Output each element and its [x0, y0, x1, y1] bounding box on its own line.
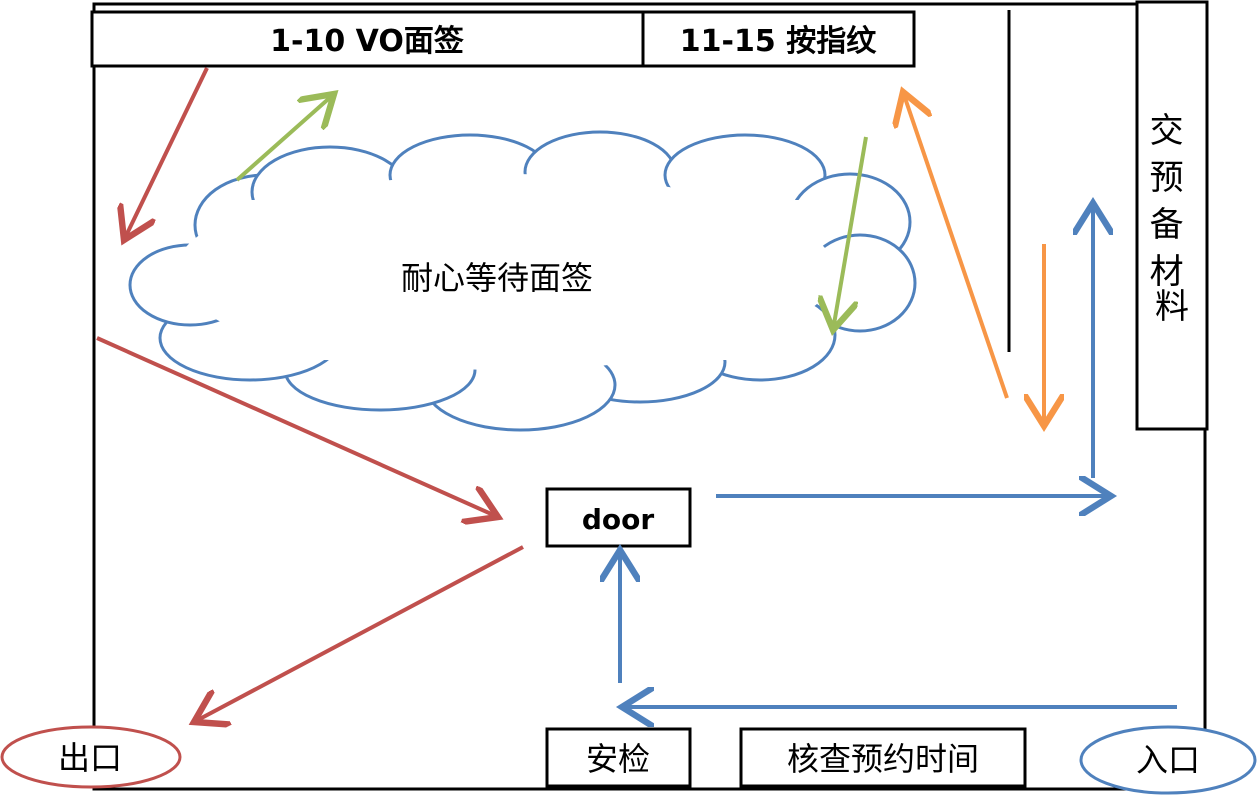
exit-ellipse: 出口 [0, 725, 182, 789]
check-appointment-label: 核查预约时间 [787, 740, 979, 778]
exit-path-arrow [124, 67, 209, 240]
counter-fingerprint-box: 11-15 按指纹 [641, 10, 916, 68]
submit-materials-char: 材 [1150, 252, 1184, 292]
submit-materials-char: 料 [1155, 287, 1189, 327]
from-fingerprint-arrow [833, 136, 868, 330]
security-check-label: 安检 [586, 740, 650, 778]
door-label: door [582, 503, 655, 536]
submit-materials-box: 交 预 备 材 料 [1135, 0, 1209, 431]
security-check-box: 安检 [545, 727, 692, 788]
check-appointment-box: 核查预约时间 [739, 727, 1027, 788]
exit-path-arrow [96, 336, 498, 517]
submit-materials-char: 备 [1150, 205, 1184, 245]
door-box: door [545, 487, 692, 548]
submit-materials-char: 预 [1150, 158, 1184, 198]
counter-vo-box: 1-10 VO面签 [90, 10, 645, 68]
counter-fingerprint-label: 11-15 按指纹 [680, 24, 877, 59]
to-vo-counter-arrow [235, 94, 334, 182]
submit-materials-char: 交 [1150, 111, 1184, 151]
entrance-label: 入口 [1136, 741, 1200, 779]
exit-path-arrow [194, 545, 524, 722]
waiting-cloud-label: 耐心等待面签 [401, 259, 593, 297]
counter-vo-label: 1-10 VO面签 [270, 24, 464, 59]
exit-label: 出口 [58, 739, 122, 777]
submit-materials-label: 交 预 备 材 料 [1150, 111, 1195, 327]
to-fingerprint-arrow [903, 92, 1009, 399]
entrance-ellipse: 入口 [1079, 725, 1257, 795]
waiting-area-cloud [128, 130, 917, 432]
